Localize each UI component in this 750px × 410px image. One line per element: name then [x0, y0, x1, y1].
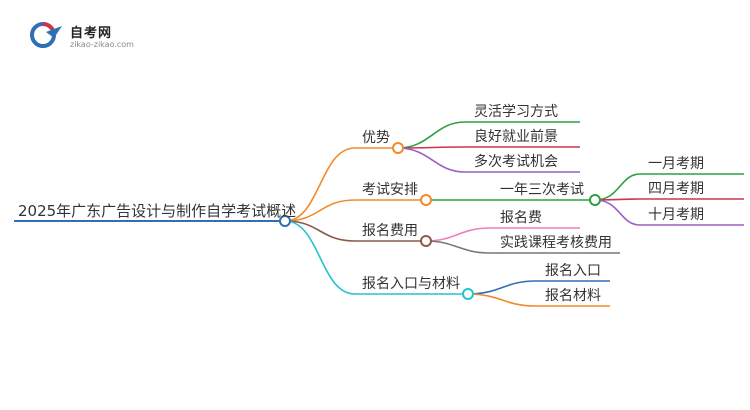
node-entry	[462, 288, 474, 300]
node-advantages	[392, 142, 404, 154]
edge-root-schedule	[284, 199, 356, 222]
leaf-label-apr-period[interactable]: 四月考期	[648, 181, 704, 197]
logo-subtitle: zikao-zikao.com	[70, 40, 134, 49]
leaf-label-multiple-exams[interactable]: 多次考试机会	[474, 154, 558, 170]
leaf-label-jan-period[interactable]: 一月考期	[648, 156, 704, 172]
leaf-label-registration-materials[interactable]: 报名材料	[545, 288, 601, 304]
site-logo[interactable]: 自考网 zikao-zikao.com	[30, 20, 140, 52]
node-three-exams	[589, 194, 601, 206]
branch-label-fees[interactable]: 报名费用	[362, 223, 418, 239]
edge-root-advantages	[284, 147, 356, 222]
edge-registration-entry	[467, 280, 536, 295]
root-label[interactable]: 2025年广东广告设计与制作自学考试概述	[18, 202, 297, 220]
edge-registration-materials	[467, 293, 536, 307]
leaf-label-practice-fee[interactable]: 实践课程考核费用	[500, 235, 612, 251]
branch-label-advantages[interactable]: 优势	[362, 130, 390, 146]
node-root	[279, 215, 291, 227]
node-fees	[420, 235, 432, 247]
branch-label-schedule[interactable]: 考试安排	[362, 182, 418, 198]
leaf-label-registration-fee[interactable]: 报名费	[500, 210, 542, 226]
edge-practice-fee	[425, 240, 491, 254]
logo-title: 自考网	[70, 26, 113, 41]
node-label-three-exams[interactable]: 一年三次考试	[500, 182, 584, 198]
edge-oct-period	[594, 199, 641, 226]
edge-registration-fee	[425, 227, 491, 242]
leaf-label-career-prospects[interactable]: 良好就业前景	[474, 129, 558, 145]
branch-label-entry[interactable]: 报名入口与材料	[362, 276, 460, 292]
leaf-label-flexible-study[interactable]: 灵活学习方式	[474, 104, 558, 120]
edge-root-fees	[284, 220, 356, 242]
leaf-label-oct-period[interactable]: 十月考期	[648, 207, 704, 223]
edge-root-entry	[284, 220, 356, 295]
leaf-label-registration-entry[interactable]: 报名入口	[545, 263, 601, 279]
node-schedule	[420, 194, 432, 206]
edge-jan-period	[594, 173, 641, 201]
edge-multiple-exams	[397, 147, 466, 173]
edge-flexible-study	[397, 121, 466, 149]
logo-icon	[30, 22, 62, 48]
